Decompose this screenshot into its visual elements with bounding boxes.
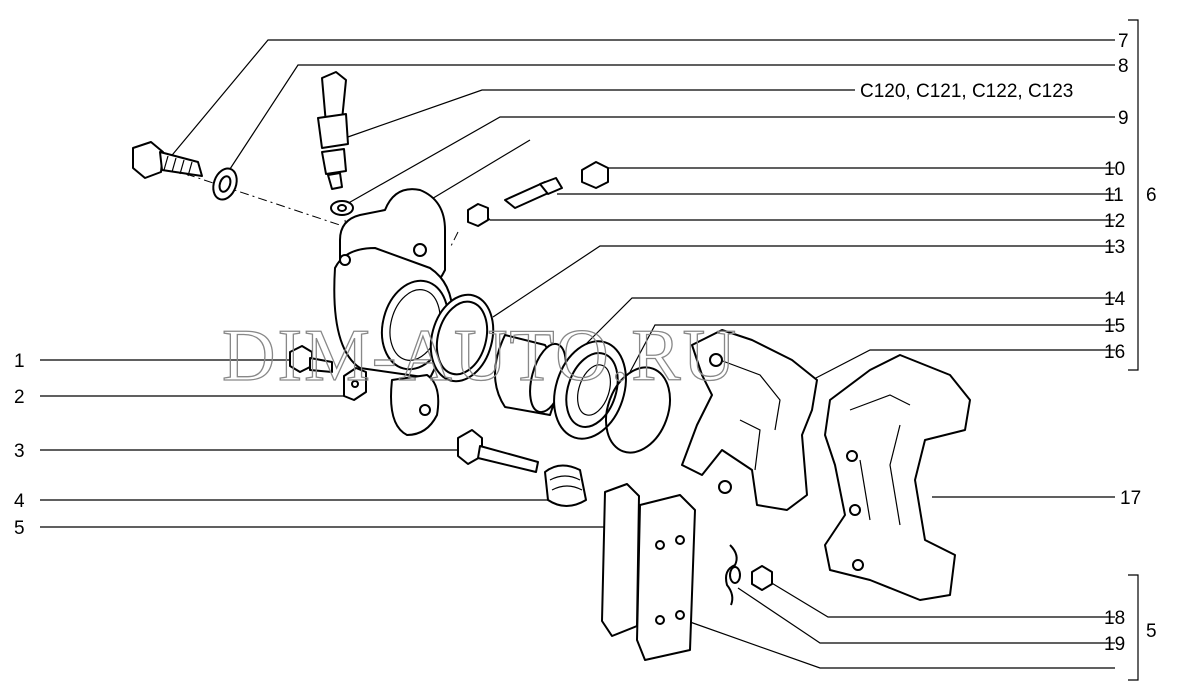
callout-19: 19 xyxy=(1104,634,1125,655)
part-19-spring-clip xyxy=(725,544,741,606)
part-12-nut xyxy=(467,203,489,227)
callout-17: 17 xyxy=(1120,488,1141,509)
part-4-boot xyxy=(544,464,587,507)
part-18-bolt xyxy=(751,565,773,591)
callout-1: 1 xyxy=(14,351,25,372)
callout-12: 12 xyxy=(1104,211,1125,232)
part-5-brake-pads xyxy=(601,483,696,661)
callouts-right: 7 8 C120, C121, C122, C123 9 10 11 12 13… xyxy=(860,31,1141,655)
group-bracket-upper xyxy=(1128,19,1139,371)
callout-14: 14 xyxy=(1104,289,1126,310)
callout-4: 4 xyxy=(14,491,25,512)
leader-lines-left xyxy=(40,359,610,528)
callout-11: 11 xyxy=(1104,185,1124,206)
watermark-text: DIM-AUTO.RU xyxy=(222,315,738,397)
callout-10: 10 xyxy=(1104,159,1125,180)
part-13-seal-ring xyxy=(429,293,495,383)
callouts-left: 1 2 3 4 5 xyxy=(14,351,25,539)
group-label-lower: 5 xyxy=(1146,621,1157,642)
leader-lines-right xyxy=(167,39,1115,669)
group-bracket-lower xyxy=(1128,574,1139,681)
callout-7: 7 xyxy=(1118,31,1129,52)
callout-3: 3 xyxy=(14,441,25,462)
callout-sensor-codes: C120, C121, C122, C123 xyxy=(860,81,1073,102)
callout-16: 16 xyxy=(1104,342,1125,363)
callout-15: 15 xyxy=(1104,316,1125,337)
callout-9: 9 xyxy=(1118,108,1129,129)
part-9-washer xyxy=(330,200,354,216)
callout-8: 8 xyxy=(1118,56,1129,77)
part-14-dust-boot xyxy=(553,340,627,440)
callout-5: 5 xyxy=(14,518,25,539)
part-16-bracket xyxy=(681,329,818,511)
group-label-upper: 6 xyxy=(1146,185,1157,206)
part-1-bolt xyxy=(289,345,333,373)
part-2-clip xyxy=(343,367,367,401)
caliper-body xyxy=(333,188,454,436)
part-10-cap xyxy=(581,161,609,189)
part-3-guide-pin xyxy=(457,429,539,473)
part-8-washer xyxy=(212,167,238,201)
callout-2: 2 xyxy=(14,387,25,408)
part-11-bleed-valve xyxy=(504,177,563,209)
callout-13: 13 xyxy=(1104,237,1125,258)
callout-18: 18 xyxy=(1104,608,1125,629)
part-17-support xyxy=(824,354,971,601)
part-15-retaining-ring xyxy=(605,366,671,454)
part-wear-sensor xyxy=(317,71,349,190)
part-7-bleeder-bolt xyxy=(132,141,203,179)
